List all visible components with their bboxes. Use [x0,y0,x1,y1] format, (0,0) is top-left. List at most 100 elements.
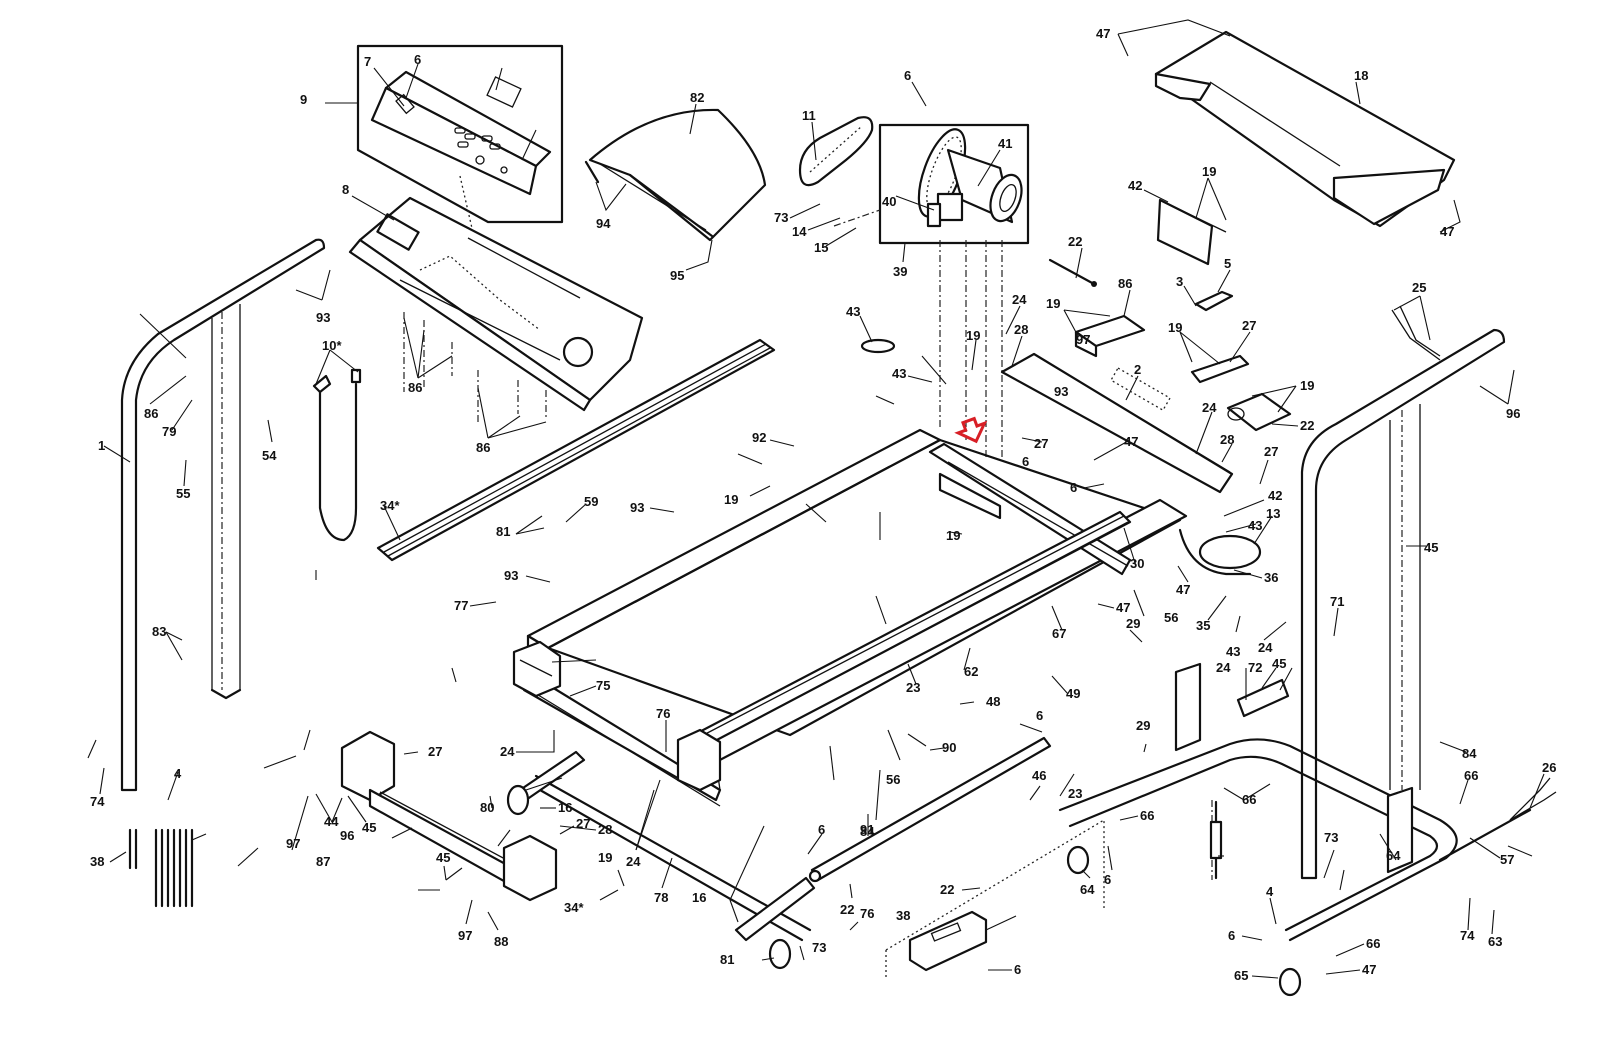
part-label: 74 [90,794,105,809]
wire-harness-38 [860,338,896,354]
part-label: 63 [1488,934,1502,949]
part-label: 27 [1242,318,1256,333]
part-label: 19 [1300,378,1314,393]
part-label: 93 [1054,384,1068,399]
part-label: 86 [408,380,422,395]
part-label: 86 [476,440,490,455]
part-label: 45 [1424,540,1438,555]
deck-frame [522,352,1234,807]
part-label: 94 [596,216,611,231]
rear-roller-assembly [928,442,1132,576]
part-label: 19 [598,850,612,865]
part-label: 97 [1076,332,1090,347]
part-label: 13 [1266,506,1280,521]
part-label: 42 [1268,488,1282,503]
part-label: 96 [340,828,354,843]
part-label: 47 [1176,582,1190,597]
part-label: 10* [322,338,342,353]
part-label: 48 [986,694,1000,709]
part-label: 47 [1116,600,1130,615]
part-label: 6 [904,68,911,83]
bolt-20 [1048,258,1097,287]
shock-89 [1209,800,1223,880]
wire-harness-25 [1391,305,1441,361]
part-label: 43 [1226,644,1240,659]
part-label: 73 [812,940,826,955]
part-label: 23 [1068,786,1082,801]
part-label: 15 [814,240,828,255]
part-label: 1 [98,438,105,453]
part-label: 93 [504,568,518,583]
part-label: 57 [1500,852,1514,867]
power-cord-13 [1178,528,1262,576]
part-label: 24 [1258,640,1273,655]
drive-belt [798,116,874,187]
part-label: 26 [1542,760,1556,775]
part-label: 47 [1362,962,1376,977]
part-label: 19 [1202,164,1216,179]
part-label: 47 [1124,434,1138,449]
part-label: 66 [1366,936,1380,951]
part-label: 5 [1224,256,1231,271]
part-label: 95 [670,268,684,283]
part-label: 43 [892,366,906,381]
part-65 [1074,314,1146,358]
console-panel [370,70,552,299]
part-label: 92 [752,430,766,445]
part-label: 22 [940,882,954,897]
part-label: 6 [1070,480,1077,495]
part-label: 66 [1464,768,1478,783]
part-label: 18 [1354,68,1368,83]
part-label: 22 [1068,234,1082,249]
part-label: 86 [144,406,158,421]
part-21 [1226,392,1292,432]
part-label: 66 [1242,792,1256,807]
part-label: 23 [906,680,920,695]
part-label: 56 [886,772,900,787]
part-label: 4 [174,766,182,781]
part-label: 43 [846,304,860,319]
part-label: 6 [1014,962,1021,977]
part-label: 6 [1036,708,1043,723]
part-label: 93 [630,500,644,515]
motor-inset-box [878,123,1030,263]
part-label: 47 [1096,26,1110,41]
part-label: 27 [1034,436,1048,451]
part-label: 28 [598,822,612,837]
part-label: 47 [1440,224,1454,239]
part-label: 24 [1012,292,1027,307]
part-label: 75 [596,678,610,693]
part-label: 66 [1140,808,1154,823]
part-label: 6 [818,822,825,837]
part-label: 34* [380,498,400,513]
part-label: 29 [1126,616,1140,631]
part-label: 24 [1216,660,1231,675]
part-label: 93 [316,310,330,325]
drive-motor [917,128,1023,228]
part-label: 2 [1134,362,1141,377]
right-upright [1300,328,1506,880]
part-label: 72 [1248,660,1262,675]
part-label: 6 [414,52,421,67]
part-label: 8 [342,182,349,197]
part-label: 25 [1412,280,1426,295]
part-label: 91 [860,822,874,837]
part-label: 65 [1234,968,1248,983]
part-label: 96 [1506,406,1520,421]
part-label: 90 [942,740,956,755]
motor-hood [584,108,767,242]
wheels [506,784,1302,997]
part-label: 24 [1202,400,1217,415]
part-label: 76 [656,706,670,721]
part-label: 29 [1136,718,1150,733]
console-inset-box [325,44,564,224]
front-end-79 [512,640,562,698]
part-label: 38 [90,854,104,869]
part-label: 97 [458,928,472,943]
part-label: 45 [436,850,450,865]
part-label: 30 [1130,556,1144,571]
part-label: 86 [1118,276,1132,291]
part-label: 78 [654,890,668,905]
part-label: 19 [966,328,980,343]
